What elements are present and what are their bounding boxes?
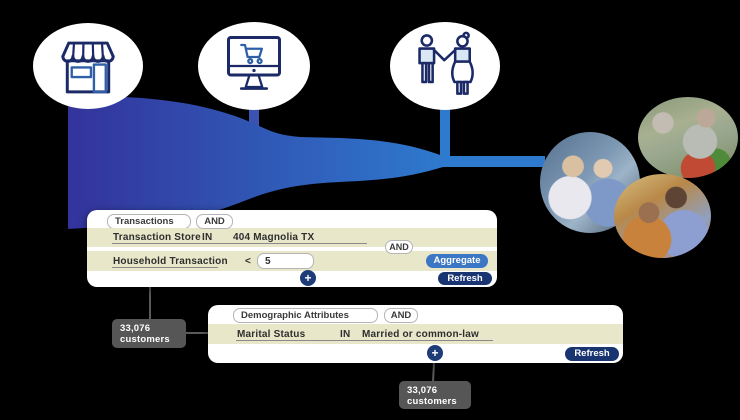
plus-icon: + <box>304 271 312 285</box>
filter-operator: IN <box>340 328 351 340</box>
filter-value: 404 Magnolia TX <box>233 232 315 243</box>
count-label: customers <box>407 396 457 407</box>
refresh-button[interactable]: Refresh <box>565 347 619 361</box>
add-filter-button[interactable]: + <box>300 270 316 286</box>
threshold-input[interactable] <box>257 253 314 269</box>
customer-count-badge: 33,076 customers <box>399 381 471 409</box>
and-operator-button[interactable]: AND <box>384 308 418 323</box>
source-household-bubble <box>390 22 500 110</box>
source-ecommerce-bubble <box>198 22 310 110</box>
transactions-query-panel: Transactions AND Transaction Store IN 40… <box>87 210 497 287</box>
filter-row-marital-status[interactable]: Marital Status IN Married or common-law <box>208 324 623 344</box>
funnel-shape <box>68 96 443 230</box>
refresh-button[interactable]: Refresh <box>438 272 492 285</box>
filter-underline <box>112 243 367 244</box>
count-value: 33,076 <box>120 323 151 334</box>
connector-panel2-to-count <box>432 362 435 383</box>
filter-underline <box>236 340 493 341</box>
filter-operator: < <box>245 255 252 267</box>
filter-row-household-transaction[interactable]: Household Transaction < <box>87 251 497 271</box>
customer-count-badge: 33,076 customers <box>112 319 186 348</box>
count-value: 33,076 <box>407 385 438 396</box>
and-operator-button[interactable]: AND <box>196 213 233 229</box>
plus-icon: + <box>431 346 439 360</box>
photo-shoppers-couple-home <box>614 174 711 258</box>
add-filter-button[interactable]: + <box>427 345 443 361</box>
segment-select-label: Transactions <box>115 215 174 227</box>
demographics-query-panel: Demographic Attributes AND Marital Statu… <box>208 305 623 363</box>
filter-value: Married or common-law <box>362 328 479 340</box>
filter-underline <box>112 267 218 268</box>
source-store-bubble <box>33 23 143 109</box>
filter-row-transaction-store[interactable]: Transaction Store IN 404 Magnolia TX <box>87 228 497 247</box>
and-operator-button[interactable]: AND <box>385 240 413 254</box>
segment-select-demographics[interactable]: Demographic Attributes <box>233 308 378 323</box>
stem-ecommerce <box>249 105 259 140</box>
funnel-outflow-line <box>440 156 545 167</box>
segment-select-transactions[interactable]: Transactions <box>107 213 191 229</box>
filter-field: Transaction Store <box>113 232 201 243</box>
segment-select-label: Demographic Attributes <box>241 310 349 321</box>
couple-icon <box>418 31 474 95</box>
ecommerce-monitor-cart-icon <box>227 36 281 90</box>
count-label: customers <box>120 334 170 345</box>
photo-shoppers-grocery-produce <box>638 97 738 178</box>
stem-household <box>440 105 450 167</box>
filter-field: Household Transaction <box>113 255 228 267</box>
aggregate-button[interactable]: Aggregate <box>426 254 488 268</box>
storefront-icon <box>61 41 115 94</box>
filter-field: Marital Status <box>237 328 306 340</box>
filter-operator: IN <box>202 232 213 243</box>
